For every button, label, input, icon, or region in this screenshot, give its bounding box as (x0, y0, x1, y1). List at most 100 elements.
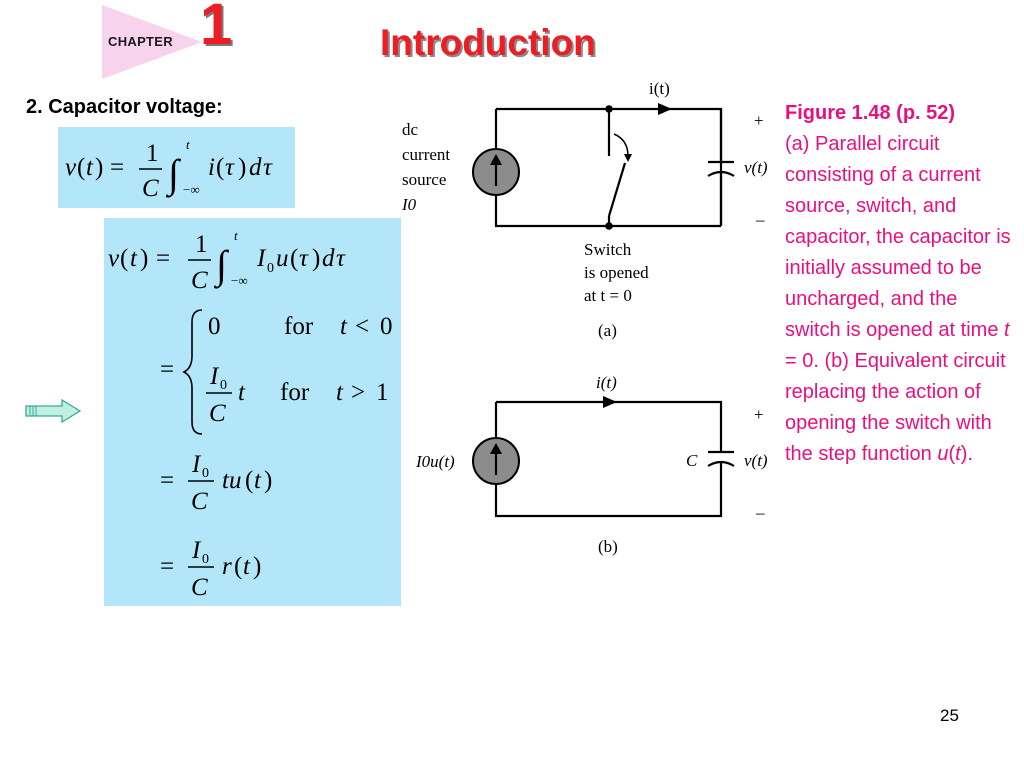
svg-text:∫: ∫ (213, 242, 230, 289)
svg-text:0: 0 (202, 466, 209, 481)
svg-text:−∞: −∞ (183, 182, 200, 197)
svg-text:=: = (160, 467, 174, 494)
slide-number: 25 (940, 706, 959, 725)
svg-text:t: t (234, 228, 238, 243)
svg-text:=: = (156, 245, 170, 272)
svg-text:): ) (140, 245, 148, 272)
voltage-label-a: v(t) (744, 158, 768, 177)
circuit-diagram-b: i(t) I0u(t) C v(t) + – (b) (415, 373, 768, 556)
svg-text:=: = (110, 154, 124, 181)
figure-caption-text-d: ). (960, 443, 973, 465)
figure-caption-u: u (937, 443, 949, 465)
svg-text:∫: ∫ (165, 151, 182, 198)
current-label-a: i(t) (649, 79, 670, 98)
svg-text:τ: τ (299, 245, 309, 272)
slide-title: Introduction (380, 22, 596, 63)
svg-text:=: = (160, 553, 174, 580)
svg-text:(: ( (77, 154, 85, 181)
svg-text:tu: tu (222, 467, 241, 494)
figure-caption-t: t (1004, 319, 1010, 341)
svg-text:1: 1 (376, 379, 389, 406)
svg-text:0: 0 (220, 378, 227, 393)
svg-text:0: 0 (380, 313, 393, 340)
svg-text:t: t (340, 313, 348, 340)
svg-text:v: v (108, 245, 120, 272)
chapter-number: 1 (200, 0, 233, 57)
svg-text:(: ( (120, 245, 128, 272)
svg-text:I: I (256, 245, 267, 272)
equation-box-capacitor-voltage: v ( t ) = 1 C ∫ t −∞ i ( τ ) d τ (58, 127, 295, 208)
source-label-line-4: I0 (401, 195, 417, 214)
figure-caption-text-a: (a) Parallel circuit consisting of a cur… (785, 133, 1011, 341)
figure-caption-label: Figure 1.48 (p. 52) (785, 102, 956, 124)
circuit-diagram-a: i(t) dc current source I0 Switch is open… (401, 79, 768, 340)
svg-text:(: ( (290, 245, 298, 272)
minus-sign-a: – (755, 210, 765, 229)
source-label-line-1: dc (402, 120, 419, 139)
figure-caption-t-2: t (955, 443, 961, 465)
svg-text:C: C (191, 488, 208, 515)
minus-sign-b: – (755, 503, 765, 522)
voltage-label-b: v(t) (744, 451, 768, 470)
svg-text:0: 0 (208, 313, 221, 340)
current-label-b: i(t) (596, 373, 617, 392)
panel-label-b: (b) (598, 537, 618, 556)
svg-text:C: C (191, 267, 208, 294)
svg-text:): ) (95, 154, 103, 181)
svg-text:−∞: −∞ (231, 273, 248, 288)
svg-text:τ: τ (263, 154, 273, 181)
svg-text:(: ( (234, 553, 242, 580)
svg-text:for: for (280, 379, 310, 406)
equation-derivation: v ( t ) = 1 C ∫ t −∞ I 0 u ( τ ) d τ = 0… (108, 228, 393, 601)
svg-text:1: 1 (146, 140, 159, 167)
svg-text:>: > (351, 379, 365, 406)
svg-text:t: t (186, 137, 190, 152)
section-heading: 2. Capacitor voltage: (26, 96, 223, 118)
svg-text:C: C (142, 175, 159, 202)
svg-text:t: t (243, 553, 251, 580)
source-label-line-3: source (402, 170, 446, 189)
svg-text:): ) (253, 553, 261, 580)
switch-label-line-2: is opened (584, 263, 649, 282)
capacitor-label-b: C (686, 451, 698, 470)
figure-caption-text-c: ( (948, 443, 956, 465)
svg-text:t: t (130, 245, 138, 272)
equation-capacitor-voltage: v ( t ) = 1 C ∫ t −∞ i ( τ ) d τ (65, 137, 273, 202)
source-label-line-2: current (402, 145, 450, 164)
svg-text:=: = (160, 356, 174, 383)
svg-text:t: t (336, 379, 344, 406)
svg-text:i: i (208, 154, 215, 181)
svg-text:t: t (238, 379, 246, 406)
svg-text:u: u (276, 245, 289, 272)
svg-text:τ: τ (225, 154, 235, 181)
svg-text:t: t (86, 154, 94, 181)
plus-sign-b: + (754, 405, 764, 424)
svg-text:<: < (355, 313, 369, 340)
svg-text:C: C (209, 400, 226, 427)
svg-text:v: v (65, 154, 77, 181)
svg-text:τ: τ (336, 245, 346, 272)
svg-text:1: 1 (195, 231, 208, 258)
figure-caption: Figure 1.48 (p. 52) (a) Parallel circuit … (785, 98, 1017, 470)
svg-text:I: I (209, 363, 220, 390)
figure-caption-text-b: = 0. (b) Equivalent circuit replacing th… (785, 350, 1006, 465)
svg-text:(: ( (216, 154, 224, 181)
svg-text:0: 0 (267, 261, 274, 276)
svg-text:(: ( (245, 467, 253, 494)
svg-text:for: for (284, 313, 314, 340)
chapter-tab (102, 5, 202, 79)
switch-label-line-3: at t = 0 (584, 286, 632, 305)
switch-label-line-1: Switch (584, 240, 632, 259)
svg-text:r: r (222, 553, 232, 580)
svg-text:t: t (254, 467, 262, 494)
panel-label-a: (a) (598, 321, 617, 340)
svg-text:C: C (191, 574, 208, 601)
svg-text:I: I (191, 537, 202, 564)
source-label-b: I0u(t) (415, 452, 455, 471)
svg-text:d: d (322, 245, 335, 272)
svg-text:0: 0 (202, 552, 209, 567)
svg-text:I: I (191, 451, 202, 478)
chapter-label: CHAPTER (108, 34, 173, 49)
plus-sign-a: + (754, 111, 764, 130)
svg-text:): ) (238, 154, 246, 181)
